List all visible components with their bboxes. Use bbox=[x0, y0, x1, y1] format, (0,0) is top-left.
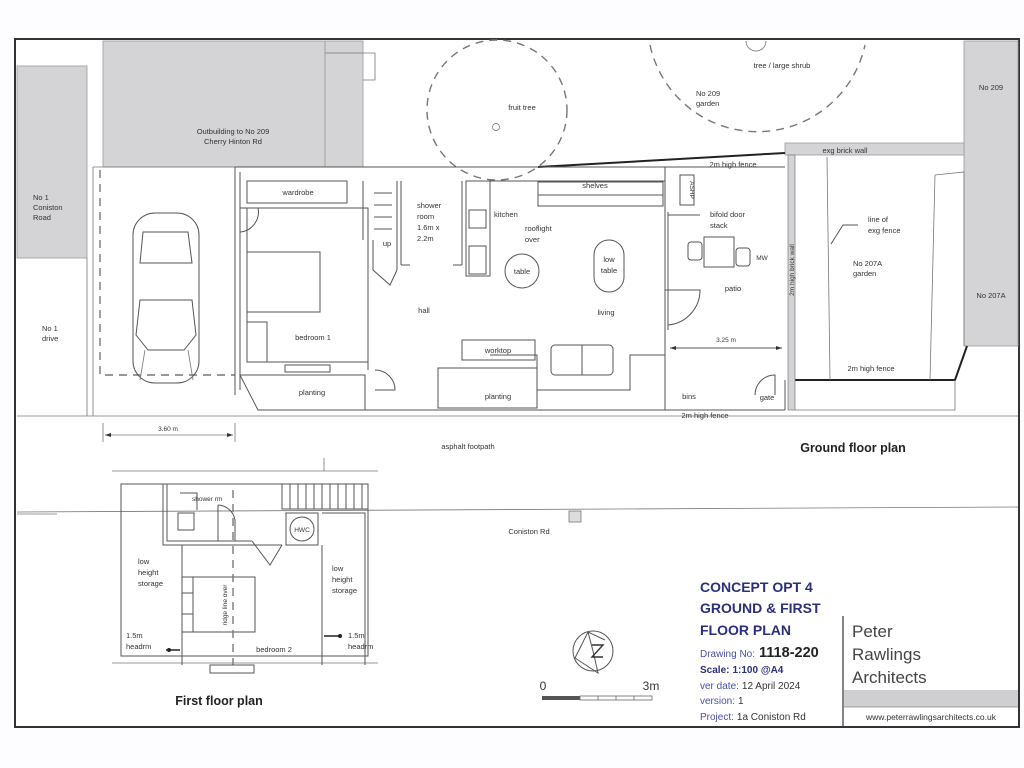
hall-label: hall bbox=[418, 306, 430, 315]
living-label: living bbox=[597, 308, 614, 317]
firm-name-line-2: Rawlings bbox=[852, 645, 921, 664]
first-floor-walls bbox=[17, 458, 378, 674]
hwc-label: HWC bbox=[294, 527, 310, 534]
bedroom1-label: bedroom 1 bbox=[295, 333, 331, 342]
first-floor-title: First floor plan bbox=[175, 694, 263, 708]
planting-left-label: planting bbox=[299, 388, 325, 397]
drawing-title-line-3: FLOOR PLAN bbox=[700, 622, 791, 638]
firm-name-line-1: Peter bbox=[852, 622, 893, 641]
drawing-ver-date: ver date:12 April 2024 bbox=[700, 681, 801, 692]
ground-floor-title: Ground floor plan bbox=[800, 441, 906, 455]
large-tree-icon bbox=[649, 40, 866, 133]
gate-label: gate bbox=[760, 393, 775, 402]
bins-label: bins bbox=[682, 392, 696, 401]
neighbour-buildings bbox=[16, 40, 1019, 347]
bedroom2-label: bedroom 2 bbox=[256, 645, 292, 654]
title-block: CONCEPT OPT 4 GROUND & FIRST FLOOR PLAN … bbox=[700, 579, 1018, 727]
road-label: Coniston Rd bbox=[508, 527, 549, 536]
scale-bar-end: 3m bbox=[643, 679, 660, 693]
wardrobe-label: wardrobe bbox=[281, 188, 313, 197]
car-icon bbox=[132, 212, 200, 384]
shower-rm-label: shower rm bbox=[192, 496, 222, 503]
table-label: table bbox=[514, 267, 530, 276]
drawing-number: Drawing No:1118-220 bbox=[700, 645, 819, 661]
drive-width-dimension: 3.60 m bbox=[158, 426, 178, 433]
no209-label: No 209 bbox=[979, 83, 1003, 92]
no207a-label: No 207A bbox=[976, 291, 1005, 300]
fence-bottom-label: 2m high fence bbox=[681, 411, 728, 420]
fence-top-label: 2m high fence bbox=[709, 160, 756, 169]
large-tree-label: tree / large shrub bbox=[754, 61, 811, 70]
ashp-label: ASHP bbox=[688, 181, 695, 199]
kitchen-label: kitchen bbox=[494, 210, 518, 219]
patio-label: patio bbox=[725, 284, 741, 293]
worktop-label: worktop bbox=[484, 346, 511, 355]
patio-width-dimension: 3.25 m bbox=[716, 337, 736, 344]
fruit-tree-label: fruit tree bbox=[508, 103, 536, 112]
driveway bbox=[86, 166, 235, 416]
scale-bar-start: 0 bbox=[540, 679, 547, 693]
fence-bottom-right-label: 2m high fence bbox=[847, 364, 894, 373]
firm-url: www.peterrawlingsarchitects.co.uk bbox=[865, 712, 997, 722]
drawing-project: Project:1a Coniston Rd bbox=[700, 712, 806, 723]
drawing-version: version:1 bbox=[700, 696, 744, 707]
up-label: up bbox=[383, 239, 391, 248]
ground-floor-walls bbox=[234, 154, 965, 411]
fruit-tree-icon bbox=[426, 39, 568, 181]
planting-right-label: planting bbox=[485, 392, 511, 401]
scale-bar bbox=[542, 695, 653, 701]
ridge-line-label: ridge line over bbox=[222, 584, 229, 626]
drawing-title-line-2: GROUND & FIRST bbox=[700, 600, 821, 616]
exg-brick-wall-label: exg brick wall bbox=[822, 146, 867, 155]
asphalt-footpath-label: asphalt footpath bbox=[441, 442, 494, 451]
shelves-label: shelves bbox=[582, 181, 608, 190]
drawing-title-line-1: CONCEPT OPT 4 bbox=[700, 579, 813, 595]
brick-wall-vertical-label: 2m high brick wall bbox=[789, 244, 796, 296]
drain-icon bbox=[568, 510, 582, 523]
firm-name-line-3: Architects bbox=[852, 668, 927, 687]
drawing-scale: Scale:1:100 @A4 bbox=[700, 665, 784, 676]
north-arrow-icon bbox=[572, 630, 614, 675]
mw-label: MW bbox=[756, 255, 768, 262]
